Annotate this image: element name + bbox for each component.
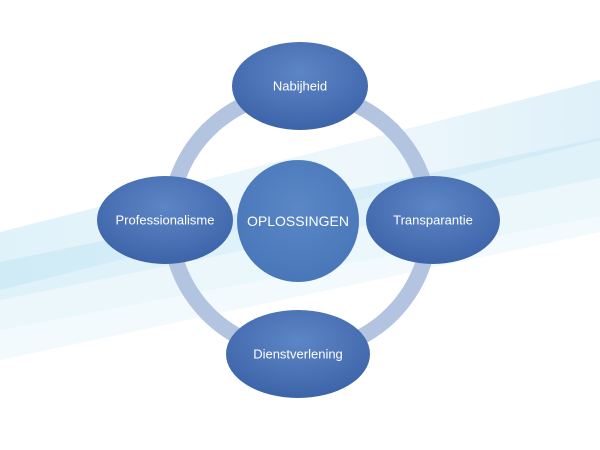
center-node: OPLOSSINGEN bbox=[237, 160, 359, 282]
node-nabijheid: Nabijheid bbox=[232, 42, 368, 130]
node-professionalisme-label: Professionalisme bbox=[116, 213, 215, 228]
node-dienstverlening: Dienstverlening bbox=[226, 310, 370, 398]
node-transparantie: Transparantie bbox=[366, 176, 500, 264]
node-transparantie-label: Transparantie bbox=[393, 213, 473, 228]
node-dienstverlening-label: Dienstverlening bbox=[253, 347, 343, 362]
center-node-label: OPLOSSINGEN bbox=[247, 213, 349, 229]
node-professionalisme: Professionalisme bbox=[97, 176, 233, 264]
node-nabijheid-label: Nabijheid bbox=[273, 79, 327, 94]
